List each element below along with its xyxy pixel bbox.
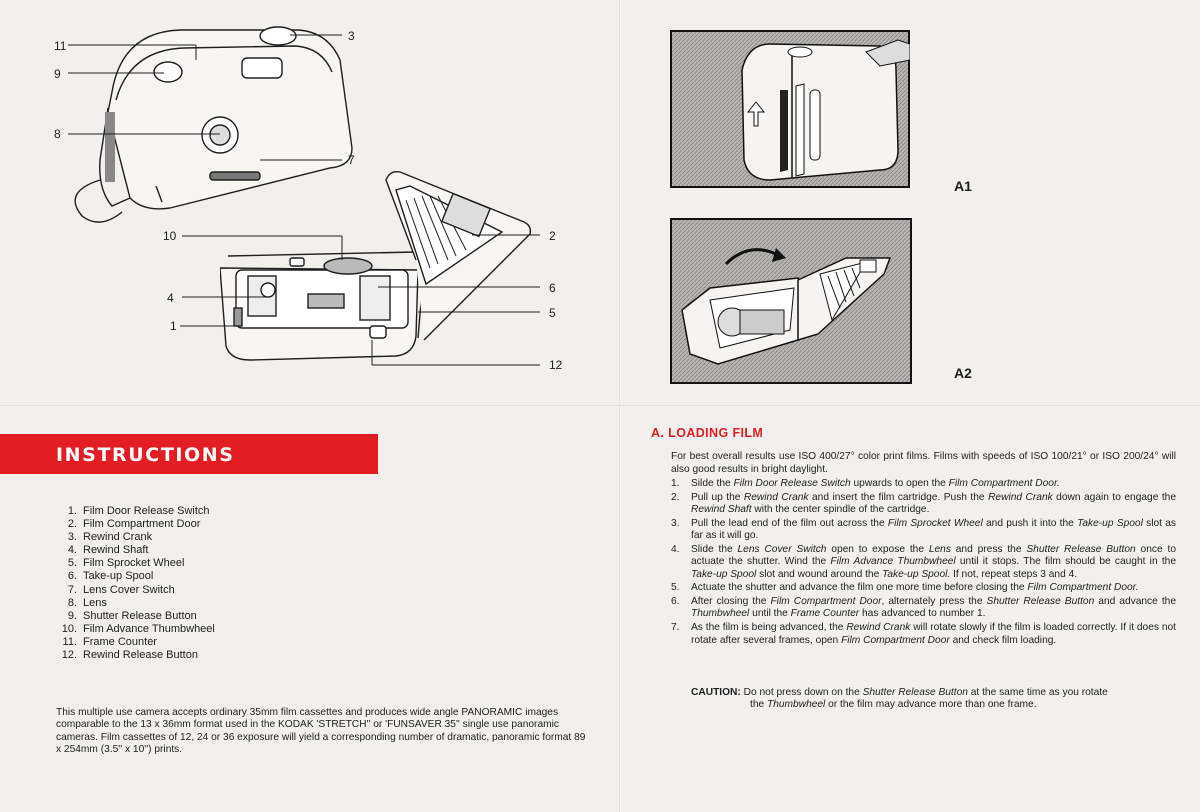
list-item: 2.Film Compartment Door: [67, 518, 201, 531]
caution-note: CAUTION: Do not press down on the Shutte…: [691, 687, 1108, 710]
step-item: 5.Actuate the shutter and advance the fi…: [671, 582, 1139, 594]
step-item: 3.Pull the lead end of the film out acro…: [671, 517, 1176, 542]
callout-7: 7: [348, 153, 355, 167]
step-item: 6.After closing the Film Compartment Doo…: [671, 595, 1176, 620]
list-item: 7.Lens Cover Switch: [67, 583, 175, 596]
instructions-banner: [0, 434, 378, 474]
camera-front-diagram: [60, 20, 380, 230]
callout-4: 4: [167, 291, 174, 305]
callout-11: 11: [54, 39, 67, 53]
fold-line-horizontal: [0, 405, 1200, 407]
camera-open-diagram: [220, 160, 540, 380]
step-item: 7.As the film is being advanced, the Rew…: [671, 622, 1176, 646]
list-item: 3.Rewind Crank: [67, 531, 153, 544]
callout-6: 6: [549, 281, 556, 295]
parts-list: 1.Film Door Release Switch 2.Film Compar…: [56, 505, 215, 662]
list-item: 11.Frame Counter: [62, 635, 157, 648]
callout-12: 12: [549, 358, 563, 372]
step-item: 2.Pull up the Rewind Crank and insert th…: [671, 491, 1176, 516]
list-item: 8.Lens: [67, 596, 107, 609]
list-item: 12.Rewind Release Button: [61, 649, 198, 662]
section-intro: For best overall results use ISO 400/27°…: [671, 451, 1176, 475]
caution-label: CAUTION:: [691, 687, 741, 698]
figure-a2-label: A2: [954, 365, 972, 381]
list-item: 6.Take-up Spool: [67, 570, 154, 583]
callout-1: 1: [170, 319, 177, 333]
list-item: 9.Shutter Release Button: [67, 609, 197, 622]
callout-5: 5: [549, 306, 556, 320]
figure-a1-label: A1: [954, 178, 972, 194]
figure-a2: [670, 218, 912, 384]
list-item: 10.Film Advance Thumbwheel: [61, 622, 215, 635]
callout-10: 10: [163, 229, 177, 243]
list-item: 1.Film Door Release Switch: [67, 505, 210, 517]
loading-steps: 1.Silde the Film Door Release Switch upw…: [671, 478, 1176, 648]
camera-description: This multiple use camera accepts ordinar…: [56, 707, 586, 756]
step-item: 4.Slide the Lens Cover Switch open to ex…: [671, 543, 1176, 580]
instructions-title: INSTRUCTIONS: [56, 444, 235, 466]
callout-2: 2: [549, 229, 556, 243]
figure-a1: [670, 30, 910, 188]
step-item: 1.Silde the Film Door Release Switch upw…: [671, 478, 1060, 489]
section-title: A. LOADING FILM: [651, 426, 764, 440]
list-item: 5.Film Sprocket Wheel: [67, 557, 185, 570]
list-item: 4.Rewind Shaft: [67, 544, 149, 557]
callout-3: 3: [348, 29, 355, 43]
callout-8: 8: [54, 127, 61, 141]
callout-9: 9: [54, 67, 61, 81]
